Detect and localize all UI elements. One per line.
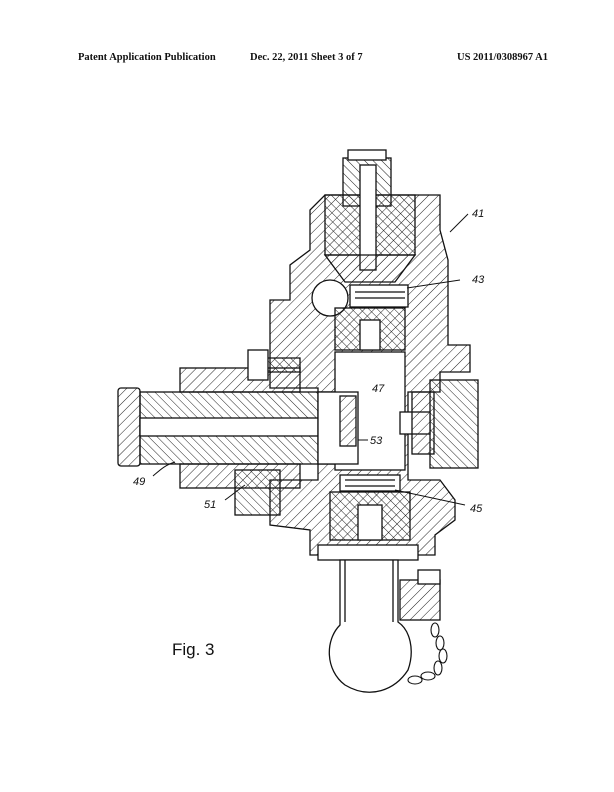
chain (407, 622, 448, 685)
patent-number: US 2011/0308967 A1 (456, 52, 548, 63)
side-cap (399, 379, 479, 469)
date-sheet: Dec. 22, 2011 Sheet 3 of 7 (250, 52, 363, 63)
ref-43: 43 (472, 274, 485, 286)
reference-numerals: 41 43 47 53 49 51 45 (133, 208, 485, 515)
ball-and-spring-43 (311, 279, 409, 351)
lower-check-45 (329, 474, 411, 541)
ref-47: 47 (372, 383, 385, 395)
ref-45: 45 (470, 503, 483, 515)
page-header: Patent Application Publication Dec. 22, … (78, 52, 548, 70)
top-fitting (323, 149, 417, 283)
publication-title: Patent Application Publication (78, 52, 216, 63)
horizontal-tube-49 (117, 349, 359, 516)
outlet-pipe (317, 544, 441, 693)
ref-41: 41 (472, 208, 484, 220)
ref-53: 53 (370, 435, 383, 447)
ref-49: 49 (133, 476, 145, 488)
figure-label: Fig. 3 (172, 640, 215, 659)
ref-51: 51 (204, 499, 216, 511)
